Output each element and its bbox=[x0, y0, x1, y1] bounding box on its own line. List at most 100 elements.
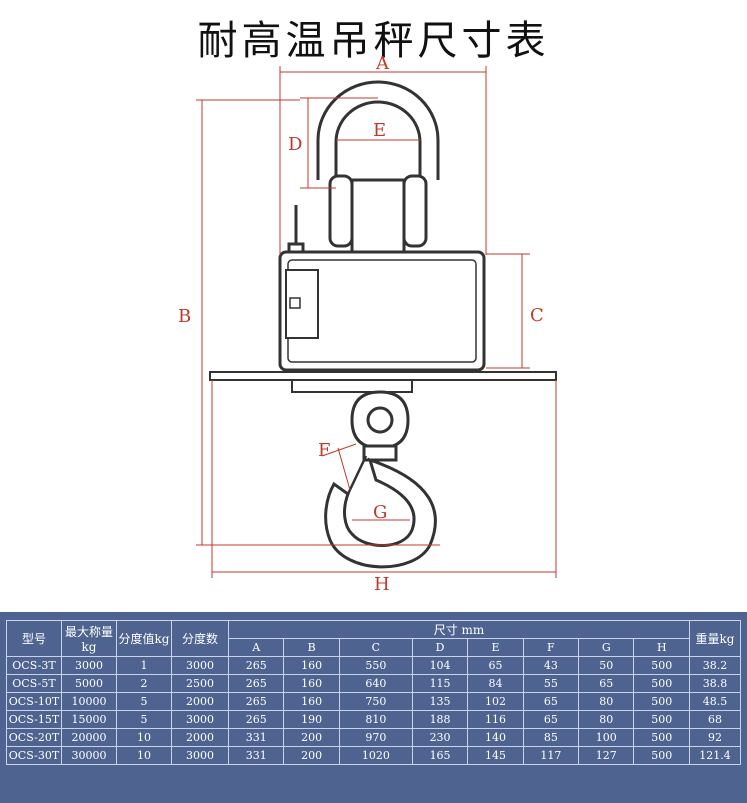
cell-dim-f: 117 bbox=[522, 746, 580, 765]
cell-weight: 48.5 bbox=[689, 692, 741, 711]
header-model: 型号 bbox=[6, 620, 62, 657]
dimension-labels: A D E B C F G H bbox=[178, 53, 544, 595]
cell-divisions: 2500 bbox=[171, 674, 229, 693]
cell-dim-d: 188 bbox=[411, 710, 469, 729]
cell-division: 5 bbox=[116, 710, 172, 729]
dim-label-f: F bbox=[318, 440, 331, 461]
header-weight: 重量kg bbox=[689, 620, 741, 657]
cell-dim-h: 500 bbox=[633, 728, 690, 747]
dim-label-d: D bbox=[288, 134, 302, 155]
cell-model: OCS-15T bbox=[6, 710, 62, 729]
cell-division: 10 bbox=[116, 746, 172, 765]
cell-dim-h: 500 bbox=[633, 746, 690, 765]
cell-dim-b: 190 bbox=[283, 710, 340, 729]
cell-divisions: 3000 bbox=[171, 746, 229, 765]
header-division: 分度值kg bbox=[116, 620, 172, 657]
cell-max-capacity: 5000 bbox=[61, 674, 117, 693]
cell-dim-g: 100 bbox=[578, 728, 635, 747]
cell-dim-f: 65 bbox=[522, 710, 580, 729]
cell-dim-b: 160 bbox=[283, 674, 340, 693]
cell-model: OCS-10T bbox=[6, 692, 62, 711]
cell-dim-b: 160 bbox=[283, 692, 340, 711]
cell-max-capacity: 30000 bbox=[61, 746, 117, 765]
scale-body bbox=[278, 250, 486, 372]
dimension-lines bbox=[196, 66, 557, 578]
cell-dim-a: 265 bbox=[227, 692, 285, 711]
cell-dim-g: 127 bbox=[578, 746, 635, 765]
shackle bbox=[316, 80, 440, 256]
cell-model: OCS-20T bbox=[6, 728, 62, 747]
dim-label-h: H bbox=[374, 574, 390, 595]
cell-dim-d: 165 bbox=[411, 746, 469, 765]
header-dim-c: C bbox=[338, 638, 413, 657]
cell-model: OCS-3T bbox=[6, 656, 62, 675]
cell-divisions: 3000 bbox=[171, 656, 229, 675]
header-dim-d: D bbox=[411, 638, 469, 657]
cell-dim-d: 135 bbox=[411, 692, 469, 711]
dim-label-g: G bbox=[373, 502, 387, 523]
cell-dim-a: 265 bbox=[227, 656, 285, 675]
header-divisions: 分度数 bbox=[171, 620, 229, 657]
header-dim-g: G bbox=[578, 638, 635, 657]
cell-dim-c: 1020 bbox=[338, 746, 413, 765]
cell-weight: 38.2 bbox=[689, 656, 741, 675]
cell-dim-d: 104 bbox=[411, 656, 469, 675]
dim-label-a: A bbox=[375, 53, 390, 74]
cell-weight: 38.8 bbox=[689, 674, 741, 693]
cell-max-capacity: 10000 bbox=[61, 692, 117, 711]
cell-dim-c: 550 bbox=[338, 656, 413, 675]
dim-label-e: E bbox=[373, 120, 386, 141]
cell-dim-g: 50 bbox=[578, 656, 635, 675]
cell-dim-e: 65 bbox=[467, 656, 524, 675]
cell-divisions: 3000 bbox=[171, 710, 229, 729]
cell-weight: 92 bbox=[689, 728, 741, 747]
heat-shield bbox=[209, 371, 557, 393]
cell-divisions: 2000 bbox=[171, 692, 229, 711]
cell-dim-f: 85 bbox=[522, 728, 580, 747]
cell-weight: 68 bbox=[689, 710, 741, 729]
cell-dim-h: 500 bbox=[633, 674, 690, 693]
cell-max-capacity: 15000 bbox=[61, 710, 117, 729]
header-dim-a: A bbox=[227, 638, 285, 657]
header-dim-b: B bbox=[283, 638, 340, 657]
cell-dim-a: 265 bbox=[227, 710, 285, 729]
cell-division: 10 bbox=[116, 728, 172, 747]
header-max-capacity: 最大称量kg bbox=[61, 620, 117, 657]
cell-dim-c: 640 bbox=[338, 674, 413, 693]
header-dim-f: F bbox=[522, 638, 580, 657]
cell-dim-g: 80 bbox=[578, 710, 635, 729]
cell-dim-b: 200 bbox=[283, 746, 340, 765]
antenna bbox=[287, 205, 305, 256]
cell-dim-f: 55 bbox=[522, 674, 580, 693]
cell-dim-e: 140 bbox=[467, 728, 524, 747]
cell-dim-h: 500 bbox=[633, 692, 690, 711]
hook-swivel bbox=[350, 390, 410, 462]
cell-weight: 121.4 bbox=[689, 746, 741, 765]
header-dim-e: E bbox=[467, 638, 524, 657]
cell-model: OCS-30T bbox=[6, 746, 62, 765]
cell-division: 2 bbox=[116, 674, 172, 693]
cell-dim-e: 145 bbox=[467, 746, 524, 765]
hook bbox=[324, 455, 437, 569]
cell-dim-h: 500 bbox=[633, 710, 690, 729]
cell-dim-a: 265 bbox=[227, 674, 285, 693]
cell-dim-c: 970 bbox=[338, 728, 413, 747]
cell-dim-b: 200 bbox=[283, 728, 340, 747]
cell-dim-g: 65 bbox=[578, 674, 635, 693]
header-dimensions: 尺寸 mm bbox=[228, 620, 690, 639]
cell-dim-c: 810 bbox=[338, 710, 413, 729]
cell-dim-f: 65 bbox=[522, 692, 580, 711]
cell-division: 1 bbox=[116, 656, 172, 675]
cell-dim-e: 116 bbox=[467, 710, 524, 729]
dim-label-c: C bbox=[530, 305, 544, 326]
cell-dim-f: 43 bbox=[522, 656, 580, 675]
